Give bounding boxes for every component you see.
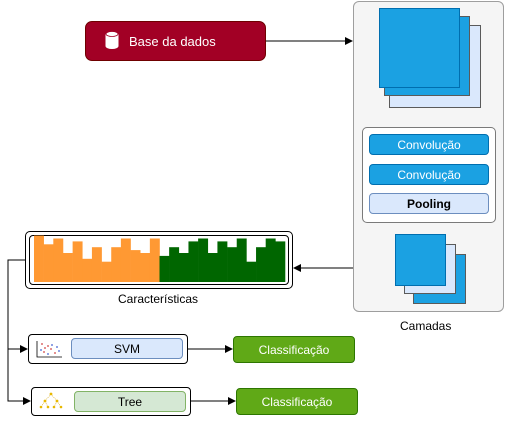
feature-bar (159, 255, 170, 282)
feature-bar (140, 253, 151, 282)
svm-result-button[interactable]: Classificação (233, 336, 355, 363)
features-inner-frame (29, 235, 289, 285)
feature-bar (120, 238, 131, 282)
feature-bar (91, 247, 102, 282)
features-to-svm-arrow (7, 259, 28, 353)
layer-pooling[interactable]: Pooling (369, 193, 489, 214)
database-icon (105, 30, 119, 52)
feature-bar (101, 261, 112, 282)
feature-bar (236, 238, 247, 282)
layer-convolution-2[interactable]: Convolução (369, 164, 489, 185)
feature-bar (82, 258, 93, 282)
camadas-label: Camadas (400, 319, 452, 333)
feature-bar (227, 247, 238, 282)
database-node[interactable]: Base da dados (85, 21, 266, 61)
layer-convolution-1[interactable]: Convolução (369, 134, 489, 155)
feature-bar (188, 241, 199, 282)
feature-bar (178, 253, 189, 282)
database-label: Base da dados (129, 33, 216, 49)
feature-bar (111, 247, 122, 282)
feature-bar (207, 253, 218, 282)
feature-bar (72, 241, 83, 282)
feature-bar (265, 238, 276, 282)
feature-bar (198, 238, 209, 282)
feature-bar (246, 261, 257, 282)
tree-result-button[interactable]: Classificação (236, 388, 358, 415)
feature-bar (169, 247, 180, 282)
tree-label-box: Tree (74, 391, 186, 412)
feature-bar (256, 247, 266, 282)
features-to-tree-arrow (7, 349, 31, 405)
feature-bar (275, 241, 286, 282)
feature-bar (217, 241, 228, 282)
features-label: Características (118, 292, 199, 306)
svm-label-box: SVM (71, 338, 183, 359)
feature-bar (130, 250, 141, 282)
feature-bar (149, 238, 160, 282)
feature-bar (62, 253, 73, 282)
feature-bar (34, 235, 44, 282)
feature-bar (43, 244, 54, 282)
feature-bar (53, 238, 64, 282)
